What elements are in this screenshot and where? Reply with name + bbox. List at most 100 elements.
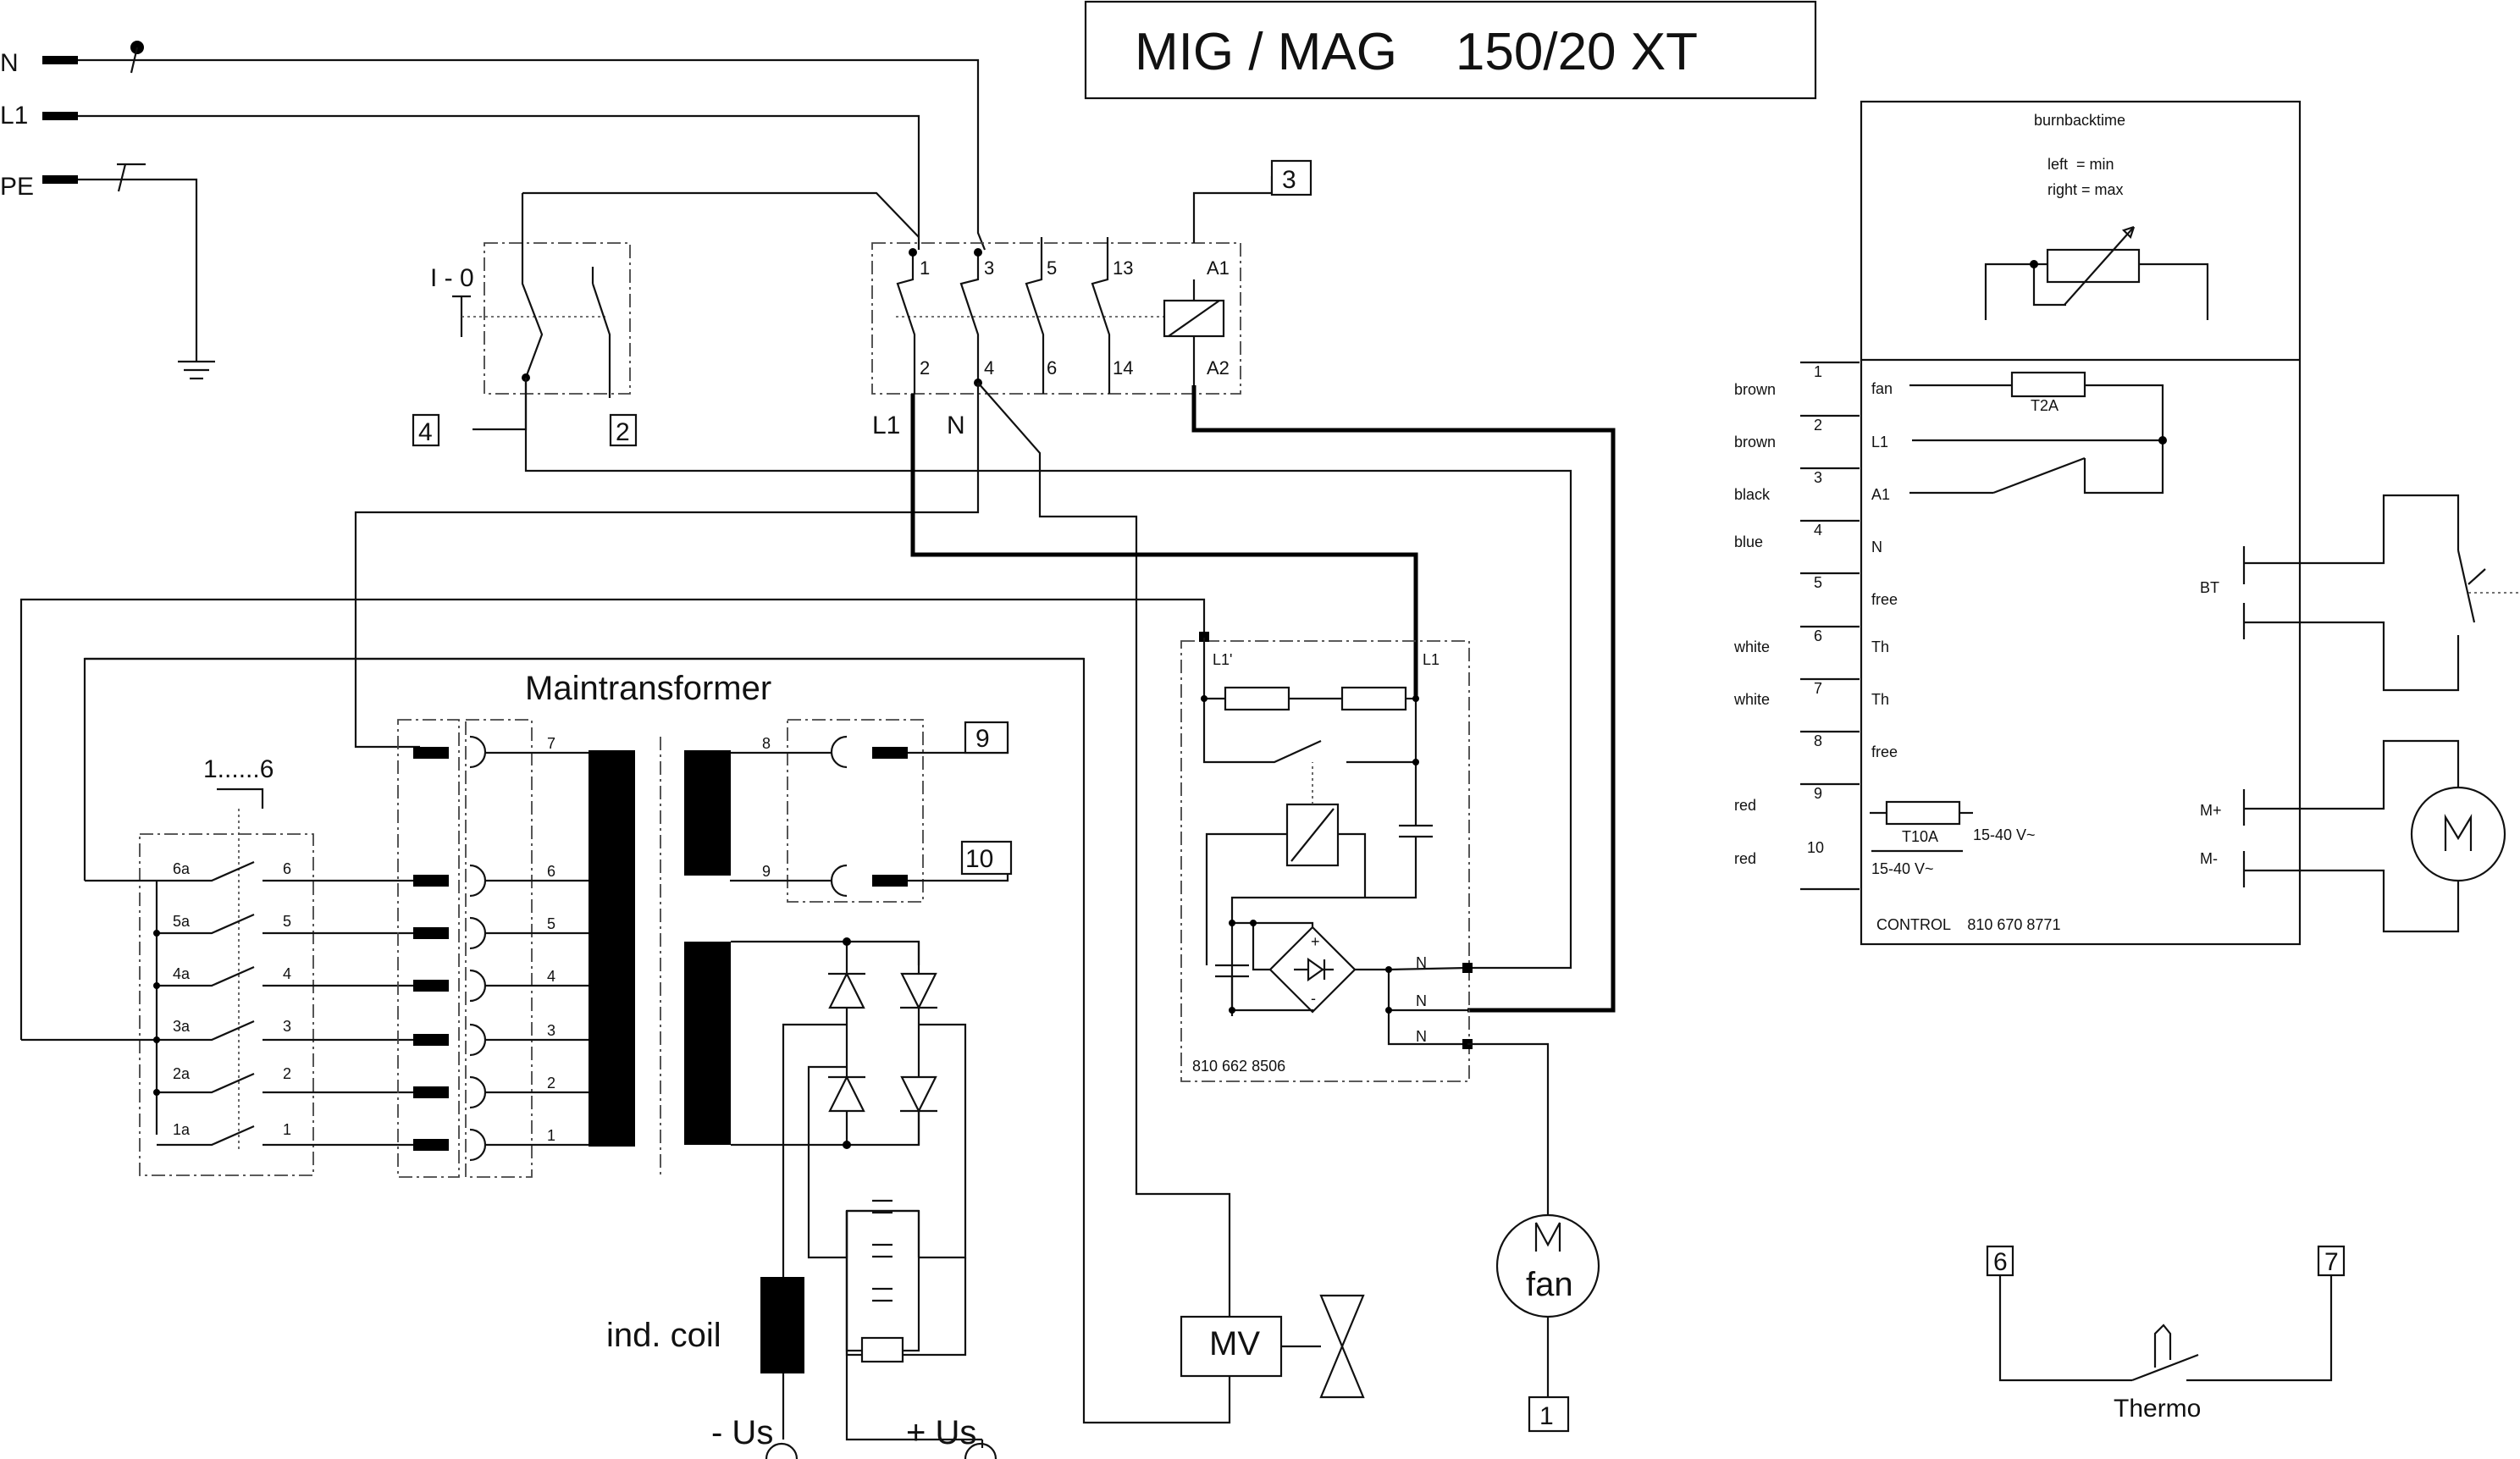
contactor-pin: 1 bbox=[920, 257, 930, 279]
mains-l1-label: L1 bbox=[0, 102, 28, 130]
contactor-pin: A2 bbox=[1207, 357, 1230, 379]
signal-label: Th bbox=[1871, 638, 1889, 655]
tap-label: 5 bbox=[283, 913, 291, 930]
main-switch: I - 0 4 2 bbox=[412, 191, 1572, 970]
thermo-label: Thermo bbox=[2114, 1395, 2201, 1423]
plus-us-label: + Us bbox=[906, 1414, 976, 1451]
fuse-t2a: T2A bbox=[2031, 397, 2059, 414]
primary-label: 3 bbox=[547, 1022, 555, 1039]
control-pin: 10 bbox=[1807, 839, 1824, 856]
pcb-l1p: L1' bbox=[1213, 651, 1232, 668]
tap-label: 2 bbox=[283, 1065, 291, 1082]
pcb-n: N bbox=[1416, 1028, 1427, 1045]
contactor-out-l1: L1 bbox=[872, 412, 900, 439]
aux-label: 9 bbox=[762, 863, 771, 880]
burnback-title: burnbacktime bbox=[2034, 112, 2125, 129]
title-block: MIG / MAG 150/20 XT bbox=[1084, 0, 1817, 100]
control-pin: 3 bbox=[1814, 469, 1822, 486]
mv-label: MV bbox=[1209, 1325, 1260, 1362]
pcb-module: L1' L1 bbox=[1180, 632, 1550, 1239]
control-pin: 1 bbox=[1814, 363, 1822, 380]
primary-label: 1 bbox=[547, 1127, 555, 1144]
volt-label: 15-40 V~ bbox=[1973, 826, 2036, 843]
tap-label: 4 bbox=[283, 965, 291, 982]
contactor-pin: 14 bbox=[1113, 357, 1133, 379]
contactor-out-n: N bbox=[947, 412, 965, 439]
switch-label: I - 0 bbox=[430, 264, 474, 292]
pcb-n: N bbox=[1416, 954, 1427, 971]
tap-a-label: 1a bbox=[173, 1121, 191, 1138]
volt-label: 15-40 V~ bbox=[1871, 860, 1934, 877]
fuse-t10a: T10A bbox=[1902, 828, 1938, 845]
wire-color: red bbox=[1734, 850, 1756, 867]
control-pin: 7 bbox=[1814, 680, 1822, 697]
primary-label: 5 bbox=[547, 915, 555, 932]
mplus-label: M+ bbox=[2200, 802, 2222, 819]
tap-label: 6 bbox=[283, 860, 291, 877]
control-board: burnbacktime left = min right = max bbox=[1733, 100, 2520, 946]
tap-label: 3 bbox=[283, 1018, 291, 1035]
signal-label: free bbox=[1871, 743, 1898, 760]
mminus-label: M- bbox=[2200, 850, 2218, 867]
transformer-label: Maintransformer bbox=[525, 670, 771, 707]
diagram-title: MIG / MAG 150/20 XT bbox=[1135, 23, 1698, 81]
thermo-switch: 6 7 Thermo bbox=[1986, 1245, 2346, 1423]
control-pin: 4 bbox=[1814, 522, 1822, 539]
thick-wires bbox=[910, 385, 1616, 1013]
contactor-pin: 3 bbox=[984, 257, 994, 279]
bridge-minus: - bbox=[1311, 990, 1316, 1007]
contactor-pin: 5 bbox=[1047, 257, 1057, 279]
control-pin: 9 bbox=[1814, 785, 1822, 802]
wire-color: white bbox=[1733, 691, 1770, 708]
primary-label: 6 bbox=[547, 863, 555, 880]
contactor-pin: 2 bbox=[920, 357, 930, 379]
magnetic-valve: MV bbox=[1152, 1294, 1365, 1424]
contactor-pin: 13 bbox=[1113, 257, 1133, 279]
control-pin: 8 bbox=[1814, 732, 1822, 749]
contactor-pin: 4 bbox=[984, 357, 994, 379]
wire-color: brown bbox=[1734, 381, 1776, 398]
terminal-9: 9 bbox=[975, 725, 990, 753]
contactor-pin: 6 bbox=[1047, 357, 1057, 379]
burnback-right: right = max bbox=[2048, 181, 2124, 198]
thermo-terminal-7: 7 bbox=[2324, 1248, 2339, 1276]
tap-a-label: 2a bbox=[173, 1065, 191, 1082]
tap-a-label: 3a bbox=[173, 1018, 191, 1035]
tap-a-label: 4a bbox=[173, 965, 191, 982]
minus-us-label: - Us bbox=[711, 1414, 773, 1451]
wire-color: blue bbox=[1734, 533, 1763, 550]
fan-motor: fan 1 bbox=[1495, 1213, 1600, 1433]
signal-label: L1 bbox=[1871, 434, 1888, 450]
aux-label: 8 bbox=[762, 735, 771, 752]
tap-a-label: 5a bbox=[173, 913, 191, 930]
contactor-terminal-3: 3 bbox=[1282, 166, 1296, 194]
control-footer: CONTROL 810 670 8771 bbox=[1876, 916, 2060, 933]
fan-terminal-1: 1 bbox=[1539, 1402, 1554, 1430]
control-pin: 2 bbox=[1814, 417, 1822, 434]
control-pin: 6 bbox=[1814, 627, 1822, 644]
mains-n-label: N bbox=[0, 49, 19, 77]
rectifier: ind. coil - Us + Us bbox=[606, 937, 998, 1459]
wire-color: black bbox=[1734, 486, 1771, 503]
primary-label: 2 bbox=[547, 1075, 555, 1091]
primary-top-label: 7 bbox=[547, 735, 555, 752]
signal-label: fan bbox=[1871, 380, 1893, 397]
bridge-plus: + bbox=[1311, 933, 1320, 950]
bt-label: BT bbox=[2200, 579, 2219, 596]
mains-pe-label: PE bbox=[0, 173, 34, 201]
pcb-n: N bbox=[1416, 992, 1427, 1009]
tap-label: 1 bbox=[283, 1121, 291, 1138]
signal-label: N bbox=[1871, 539, 1882, 555]
mains-input: N L1 PE bbox=[0, 41, 986, 380]
wire-color: brown bbox=[1734, 434, 1776, 450]
burnback-left: left = min bbox=[2048, 156, 2114, 173]
ind-coil-label: ind. coil bbox=[606, 1317, 721, 1354]
pcb-l1: L1 bbox=[1423, 651, 1440, 668]
wire-color: red bbox=[1734, 797, 1756, 814]
signal-label: Th bbox=[1871, 691, 1889, 708]
tap-selector: 1......6 6a 5a 4a 3a 2a 1a 6 5 4 3 2 1 bbox=[21, 755, 413, 1176]
main-transformer: Maintransformer bbox=[85, 657, 1084, 1178]
thermo-terminal-6: 6 bbox=[1993, 1248, 2008, 1276]
switch-terminal-4: 4 bbox=[418, 418, 433, 446]
